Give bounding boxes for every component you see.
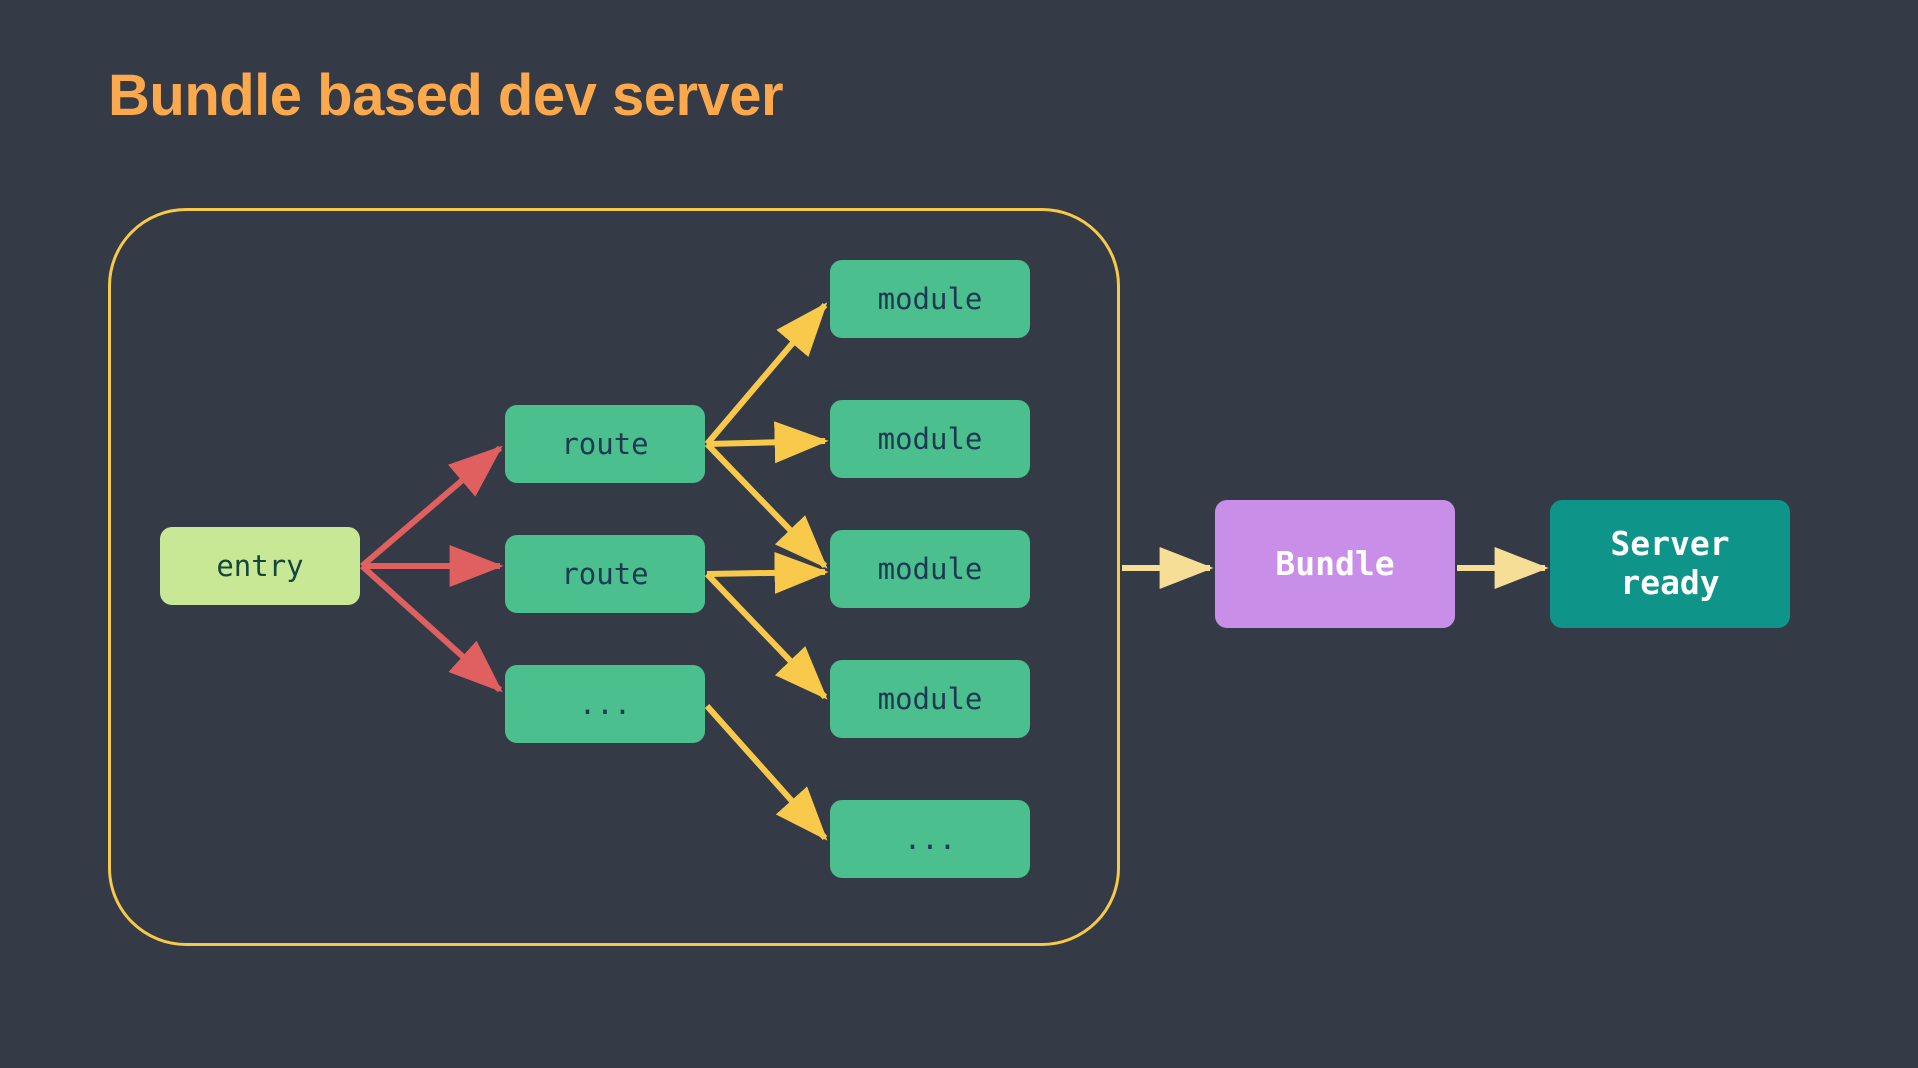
node-route-2[interactable]: route xyxy=(505,535,705,613)
node-module-4[interactable]: module xyxy=(830,660,1030,738)
bundle-graph-group xyxy=(108,208,1120,946)
node-module-1[interactable]: module xyxy=(830,260,1030,338)
node-module-3[interactable]: module xyxy=(830,530,1030,608)
node-entry[interactable]: entry xyxy=(160,527,360,605)
node-module-2[interactable]: module xyxy=(830,400,1030,478)
node-route-ellipsis[interactable]: ... xyxy=(505,665,705,743)
node-route-1[interactable]: route xyxy=(505,405,705,483)
node-server-ready[interactable]: Server ready xyxy=(1550,500,1790,628)
node-module-ellipsis[interactable]: ... xyxy=(830,800,1030,878)
page-title: Bundle based dev server xyxy=(108,63,784,128)
node-bundle[interactable]: Bundle xyxy=(1215,500,1455,628)
